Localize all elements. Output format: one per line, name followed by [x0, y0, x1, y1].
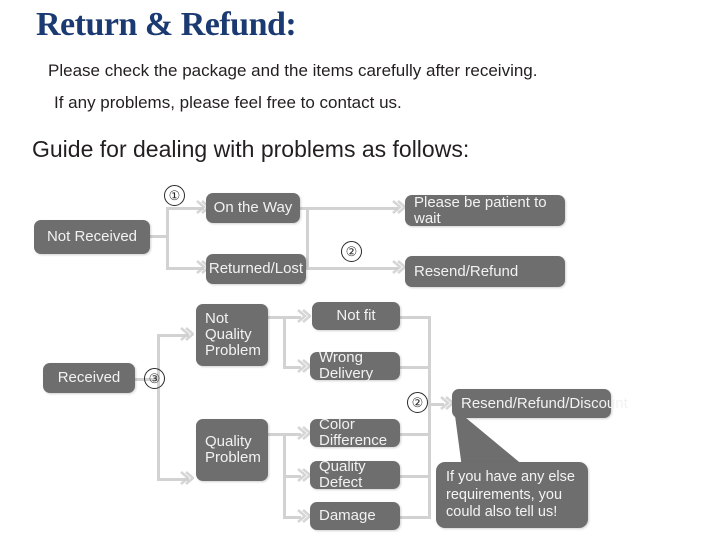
node-color-difference[interactable]: Color Difference [310, 417, 400, 448]
intro-line-1: Please check the package and the items c… [48, 61, 538, 80]
node-resend-refund[interactable]: Resend/Refund [405, 256, 565, 287]
connector-to-returned-lost [166, 267, 204, 270]
node-not-quality-problem[interactable]: Not Quality Problem [196, 304, 268, 366]
connector-resolution-bus [428, 316, 431, 519]
node-quality-defect[interactable]: Quality Defect [310, 459, 400, 490]
connector-quality-stub [268, 433, 285, 436]
connector-quality-defect-to-bus [400, 475, 430, 478]
step-marker-2-resolution: ② [407, 392, 428, 413]
arrow-to-quality-problem-icon [180, 470, 194, 486]
guide-heading: Guide for dealing with problems as follo… [32, 136, 470, 162]
node-returned-lost[interactable]: Returned/Lost [206, 254, 306, 284]
connector-on-the-way-to-wait [300, 207, 398, 210]
connector-to-wrong-delivery [283, 366, 301, 369]
node-resend-refund-discount[interactable]: Resend/Refund/Discount [452, 389, 628, 418]
connector-not-quality-bus [283, 316, 286, 366]
connector-to-not-quality-problem [157, 334, 189, 337]
node-damage[interactable]: Damage [310, 502, 400, 530]
node-please-be-patient-to-wait[interactable]: Please be patient to wait [405, 194, 565, 226]
step-marker-2-shipping: ② [341, 241, 362, 262]
connector-not-received-stub [150, 235, 168, 238]
arrow-to-not-fit-icon [297, 308, 311, 324]
arrow-to-damage-icon [297, 508, 311, 524]
arrow-to-color-difference-icon [297, 425, 311, 441]
step-marker-3-received: ③ [144, 368, 165, 389]
connector-to-on-the-way [166, 207, 204, 210]
step-marker-1: ① [164, 185, 185, 206]
page-title: Return & Refund: [36, 6, 297, 43]
connector-not-fit-to-bus [400, 316, 430, 319]
connector-wrong-delivery-to-bus [400, 366, 430, 369]
node-quality-problem[interactable]: Quality Problem [196, 419, 268, 481]
connector-not-received-split [166, 207, 169, 270]
connector-shipping-bus [306, 207, 309, 270]
intro-line-2: If any problems, please feel free to con… [54, 93, 402, 112]
connector-to-quality-defect [283, 475, 301, 478]
arrow-to-not-quality-problem-icon [180, 326, 194, 342]
connector-color-difference-to-bus [400, 433, 430, 436]
connector-received-split [157, 334, 160, 480]
connector-returned-lost-to-resend [306, 267, 398, 270]
node-not-received[interactable]: Not Received [34, 220, 150, 254]
connector-to-quality-problem [157, 478, 189, 481]
node-on-the-way[interactable]: On the Way [206, 193, 300, 223]
connector-damage-to-bus [400, 516, 430, 519]
node-received[interactable]: Received [43, 363, 135, 393]
arrow-to-please-be-patient-icon [392, 199, 406, 215]
connector-to-damage [283, 516, 301, 519]
connector-not-quality-stub [268, 316, 285, 319]
callout-pointer-icon [440, 404, 545, 495]
arrow-to-resend-refund-icon [392, 259, 406, 275]
arrow-to-wrong-delivery-icon [297, 358, 311, 374]
connector-bus-to-resend-discount [428, 403, 444, 406]
extra-requirements-callout: If you have any else requirements, you c… [436, 462, 588, 528]
node-wrong-delivery[interactable]: Wrong Delivery [310, 350, 400, 381]
node-not-fit[interactable]: Not fit [312, 302, 400, 330]
connector-quality-bus [283, 433, 286, 516]
connector-to-not-fit [283, 316, 301, 319]
arrow-to-quality-defect-icon [297, 467, 311, 483]
connector-to-color-difference [283, 433, 301, 436]
